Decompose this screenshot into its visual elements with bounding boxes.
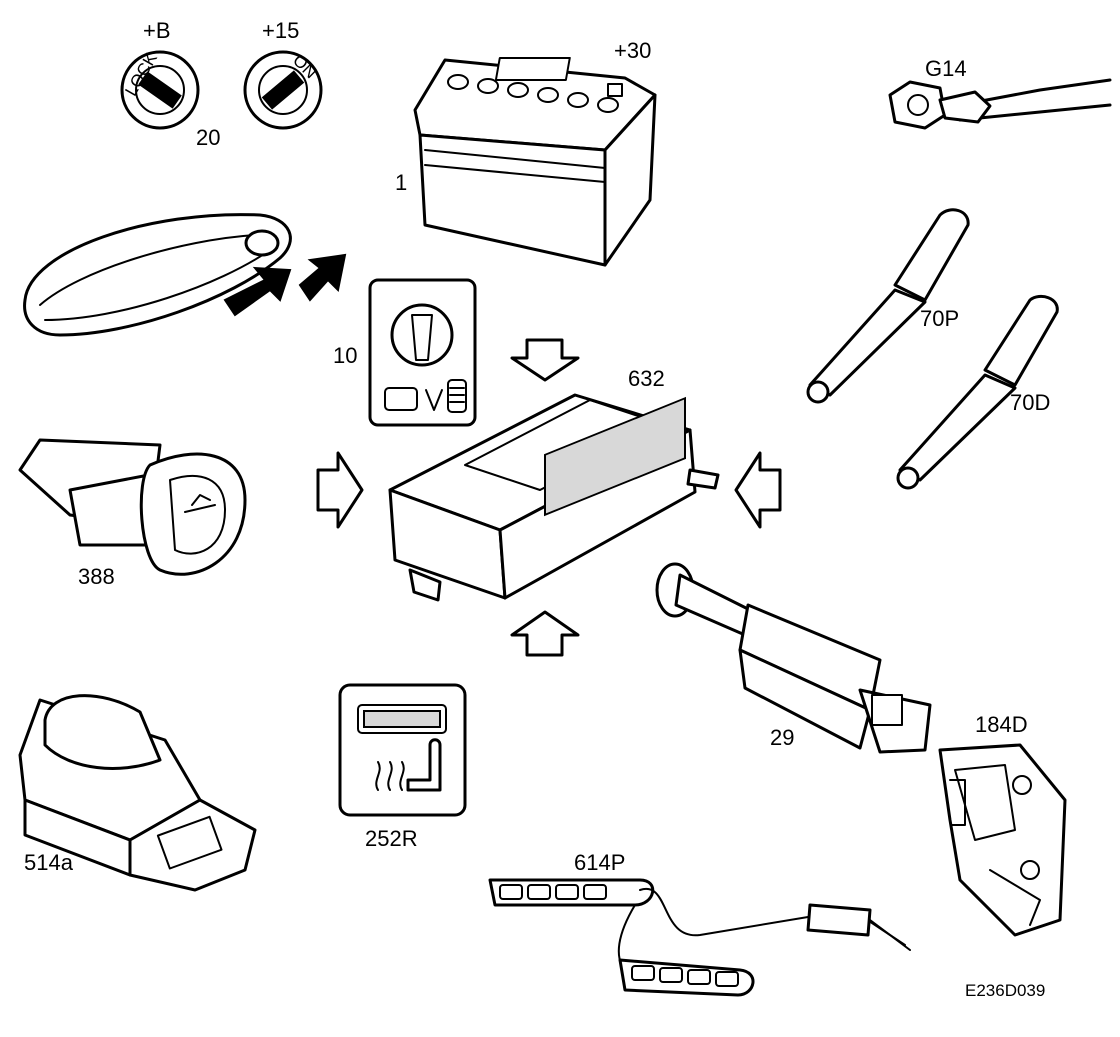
ignition-lock-icon xyxy=(120,50,200,130)
label-20: 20 xyxy=(196,125,221,150)
label-1: 1 xyxy=(395,170,408,195)
label-514a: 514a xyxy=(24,850,73,875)
seat-belt-buckle-icon xyxy=(806,208,1059,490)
label-g14: G14 xyxy=(925,56,967,81)
brake-switch-icon xyxy=(655,562,932,754)
control-module-icon xyxy=(388,393,720,602)
label-plus-15: +15 xyxy=(262,18,300,43)
label-29: 29 xyxy=(770,725,795,750)
label-70p: 70P xyxy=(920,306,960,331)
door-lock-icon xyxy=(938,743,1067,937)
window-switch-icon xyxy=(18,694,257,892)
ground-terminal-icon xyxy=(888,78,1112,130)
label-184d: 184D xyxy=(975,712,1028,737)
figure-code: E236D039 xyxy=(965,981,1046,1000)
arrow-icon xyxy=(316,338,782,657)
key-fob-icon xyxy=(23,213,347,337)
seat-heater-button-icon xyxy=(338,683,467,817)
label-plus-30: +30 xyxy=(614,38,652,63)
trunk-release-icon xyxy=(18,438,247,576)
ignition-on-icon xyxy=(243,50,323,130)
label-70d: 70D xyxy=(1010,390,1051,415)
label-252r: 252R xyxy=(365,826,418,851)
label-614p: 614P xyxy=(574,850,626,875)
light-switch-icon xyxy=(368,278,477,427)
battery-icon xyxy=(413,57,657,267)
label-plus-b: +B xyxy=(143,18,171,43)
label-632: 632 xyxy=(628,366,665,391)
seat-heater-pad-icon xyxy=(488,878,911,997)
label-10: 10 xyxy=(333,343,358,368)
label-388: 388 xyxy=(78,564,115,589)
